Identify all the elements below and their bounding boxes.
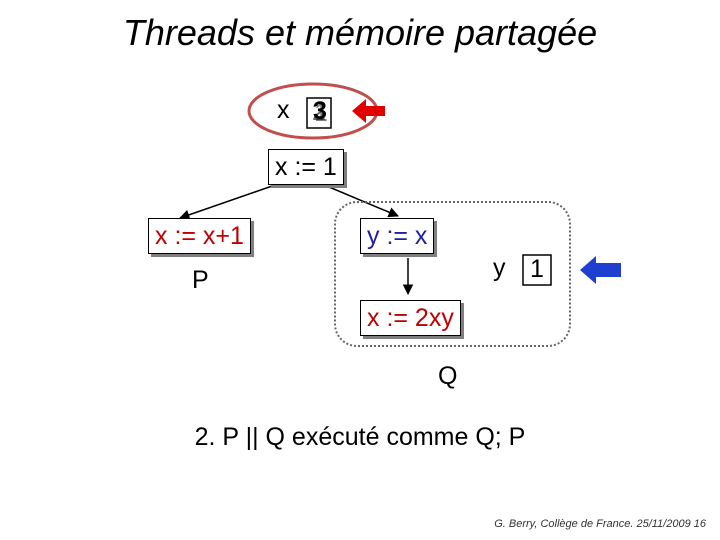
caption: 2. P || Q exécuté comme Q; P — [194, 423, 526, 451]
edge-init-to-q — [321, 183, 399, 218]
memory-value-1: 1 — [314, 99, 328, 127]
thread-p-label: P — [192, 266, 209, 294]
local-var-label: y — [493, 254, 506, 282]
memory-value-3: 3 — [313, 97, 327, 125]
node-init: x := 1 — [268, 149, 344, 185]
node-thread-p: x := x+1 — [148, 218, 251, 254]
node-q-first: y := x — [360, 218, 435, 254]
memory-value-2: 2 — [312, 98, 326, 126]
footer: G. Berry, Collège de France. 25/11/2009 … — [494, 518, 706, 530]
memory-value-box — [306, 97, 332, 129]
thread-q-label: Q — [438, 362, 458, 390]
memory-var-label: x — [277, 96, 290, 124]
slide-title: Threads et mémoire partagée — [122, 12, 598, 53]
blue-arrow-icon — [580, 256, 621, 284]
red-arrow-icon — [352, 99, 385, 123]
edge-init-to-p — [179, 183, 279, 220]
local-var-value: 1 — [530, 255, 544, 283]
local-value-box — [522, 254, 552, 286]
node-q-second: x := 2xy — [360, 300, 461, 336]
